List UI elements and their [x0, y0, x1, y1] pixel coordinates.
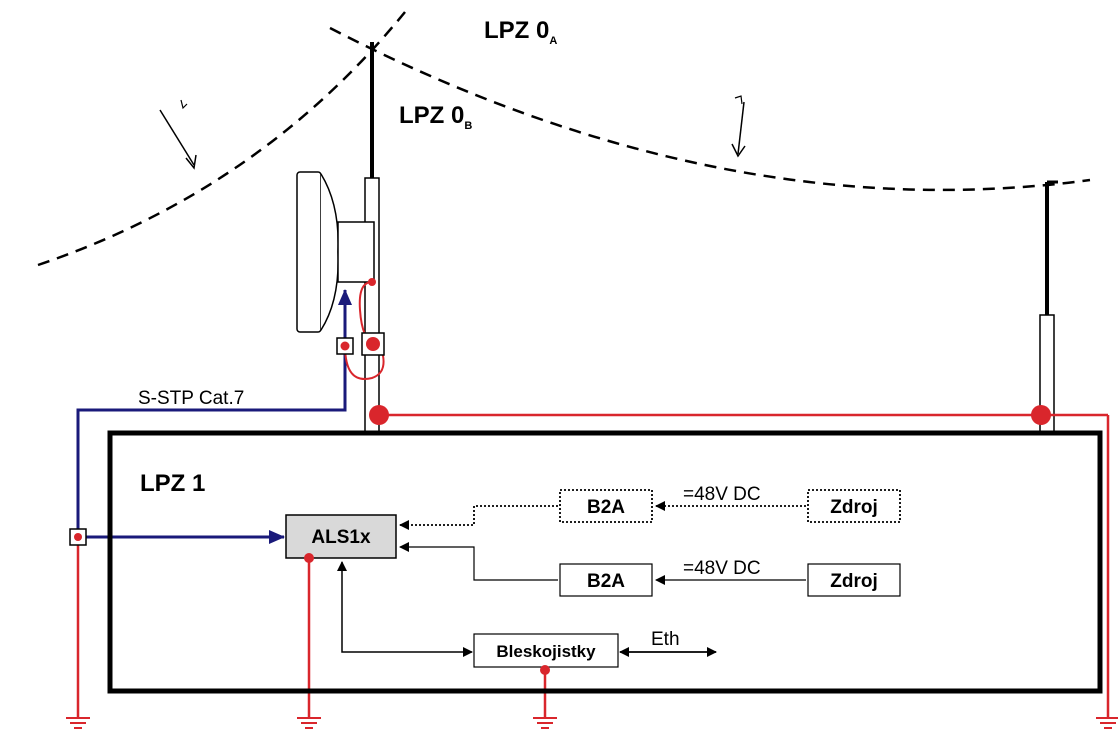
- building-lpz1: [107, 430, 1103, 694]
- spd-bonding-wire: [344, 344, 385, 381]
- link-als-bleskojistky: [337, 561, 473, 657]
- als-ground-dot: [304, 553, 314, 563]
- zdroj-top-box: [807, 489, 901, 523]
- spd-data-dot: [340, 341, 350, 351]
- als-label: ALS1x: [311, 527, 371, 548]
- ground-symbol-right: [1096, 717, 1118, 729]
- antenna-dish-icon: [296, 171, 375, 333]
- sstp-cable-upper: [76, 345, 347, 537]
- ground-symbol-entry: [66, 717, 90, 729]
- spd-entry-dot: [74, 533, 82, 541]
- antenna-bond-dot: [368, 278, 376, 286]
- zdroj-top-label: Zdroj: [830, 497, 878, 518]
- bleskojistky-ground-dot: [540, 665, 550, 675]
- rolling-sphere-arc-right: [329, 26, 1091, 192]
- ground-symbol-als: [297, 717, 321, 729]
- bond-point-mast-right: [1031, 405, 1051, 425]
- als-unit: [285, 514, 397, 559]
- b2a-bottom-box: [559, 563, 653, 597]
- zone-label-lpz0a: LPZ 0A: [484, 17, 557, 47]
- eth-label: Eth: [651, 629, 680, 650]
- radius-indicator-left: [159, 99, 197, 170]
- zdroj-bottom-box: [807, 563, 901, 597]
- bond-point-mast-left: [369, 405, 389, 425]
- dotted-link-b2a-als: [399, 505, 558, 530]
- dc-label-top: =48V DC: [683, 484, 761, 505]
- radius-indicator-right: [731, 95, 746, 158]
- b2a-bottom-label: B2A: [587, 571, 625, 592]
- zone-label-lpz0b: LPZ 0B: [399, 102, 472, 132]
- zdroj-bottom-label: Zdroj: [830, 571, 878, 592]
- cable-label: S-STP Cat.7: [138, 388, 244, 409]
- link-b2a-als: [399, 542, 558, 581]
- spd-mast-dot: [366, 337, 380, 351]
- zone-label-lpz1: LPZ 1: [140, 470, 205, 497]
- rolling-sphere-arc-left: [37, 11, 406, 267]
- dc-label-bottom: =48V DC: [683, 558, 761, 579]
- b2a-top-box: [559, 489, 653, 523]
- mast-left: [364, 177, 380, 434]
- b2a-top-label: B2A: [587, 497, 625, 518]
- bleskojistky-box: [473, 633, 619, 668]
- bleskojistky-label: Bleskojistky: [496, 642, 596, 661]
- ground-symbol-bleskojistky: [533, 717, 557, 729]
